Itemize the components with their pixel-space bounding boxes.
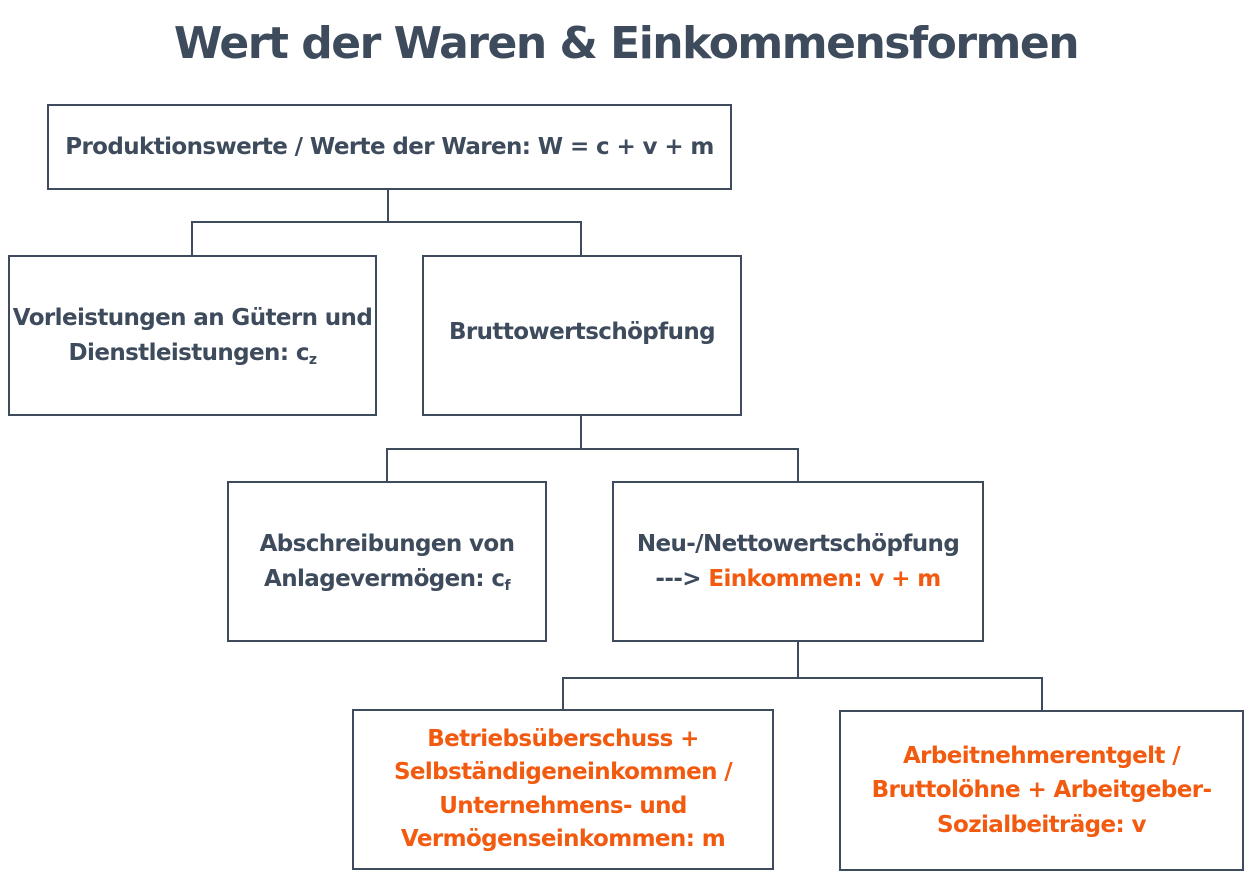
node-label-line: Vorleistungen an Gütern und [12, 305, 373, 331]
node-label-line: Neu-/Nettowertschöpfung [636, 531, 960, 557]
connector-line [797, 448, 799, 483]
einkommen-highlight: Einkommen: v + m [708, 565, 941, 592]
connector-line [386, 448, 388, 483]
node-label-line: Vermögenseinkommen: m [400, 825, 726, 852]
node-label-line: Selbständigeneinkommen / [393, 759, 733, 786]
node-label-line: Betriebsüberschuss + [427, 725, 699, 752]
node-label-line: Bruttolöhne + Arbeitgeber- [871, 777, 1212, 804]
subscript: z [308, 351, 317, 368]
node-bruttowertschoepfung: Bruttowertschöpfung [422, 255, 742, 416]
node-arbeitnehmerentgelt: Arbeitnehmerentgelt / Bruttolöhne + Arbe… [839, 710, 1244, 871]
node-label-line: Abschreibungen von [259, 531, 515, 557]
node-label: Produktionswerte / Werte der Waren: W = … [65, 133, 714, 160]
node-label-line: Anlagevermögen: c [264, 565, 505, 592]
arrow-text: ---> [655, 565, 701, 592]
node-abschreibungen: Abschreibungen von Anlagevermögen: cf [227, 481, 547, 642]
subscript: f [504, 577, 510, 594]
connector-line [562, 677, 1043, 679]
node-betriebsueberschuss: Betriebsüberschuss + Selbständigeneinkom… [352, 709, 774, 870]
node-vorleistungen: Vorleistungen an Gütern und Dienstleistu… [8, 255, 377, 416]
connector-line [797, 640, 799, 678]
connector-line [191, 221, 193, 257]
node-produktionswerte: Produktionswerte / Werte der Waren: W = … [47, 104, 732, 190]
node-label-line: Unternehmens- und [439, 792, 687, 819]
diagram-title: Wert der Waren & Einkommensformen [173, 18, 1080, 69]
connector-line [1041, 677, 1043, 712]
connector-line [580, 414, 582, 449]
node-nettowertschoepfung: Neu-/Nettowertschöpfung ---> Einkommen: … [612, 481, 984, 642]
node-label-line: Dienstleistungen: c [68, 339, 310, 366]
connector-line [580, 221, 582, 257]
connector-line [191, 221, 582, 223]
node-label-line: Arbeitnehmerentgelt / [902, 742, 1181, 769]
connector-line [562, 677, 564, 711]
connector-line [387, 188, 389, 222]
connector-line [386, 448, 799, 450]
node-label: Bruttowertschöpfung [448, 319, 716, 346]
node-label-line: Sozialbeiträge: v [937, 811, 1147, 838]
